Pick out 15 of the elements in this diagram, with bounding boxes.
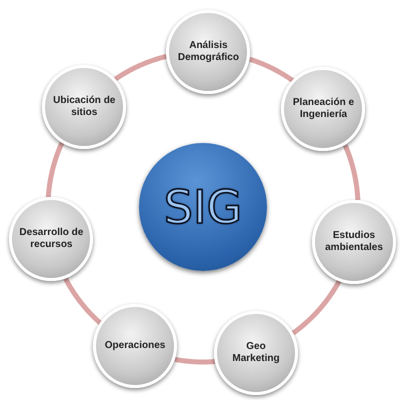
topic-label: Desarrollo de recursos bbox=[18, 227, 84, 252]
topic-label: Análisis Demográfico bbox=[176, 40, 240, 64]
ring-connector bbox=[292, 280, 342, 336]
ring-connector bbox=[63, 278, 102, 325]
topic-label: Estudios ambientales bbox=[324, 230, 384, 254]
ring-connector bbox=[174, 356, 216, 364]
topic-label: Geo Marketing bbox=[231, 340, 281, 365]
center-title: SIG bbox=[164, 180, 242, 234]
topic-label: Ubicación de sitios bbox=[52, 95, 116, 120]
ring-connector bbox=[114, 54, 168, 82]
topic-label: Planeación e Ingeniería bbox=[292, 97, 356, 122]
ring-connector bbox=[46, 142, 64, 198]
topic-label: Operaciones bbox=[104, 340, 166, 352]
ring-connector bbox=[248, 56, 294, 83]
ring-connector bbox=[342, 144, 360, 201]
